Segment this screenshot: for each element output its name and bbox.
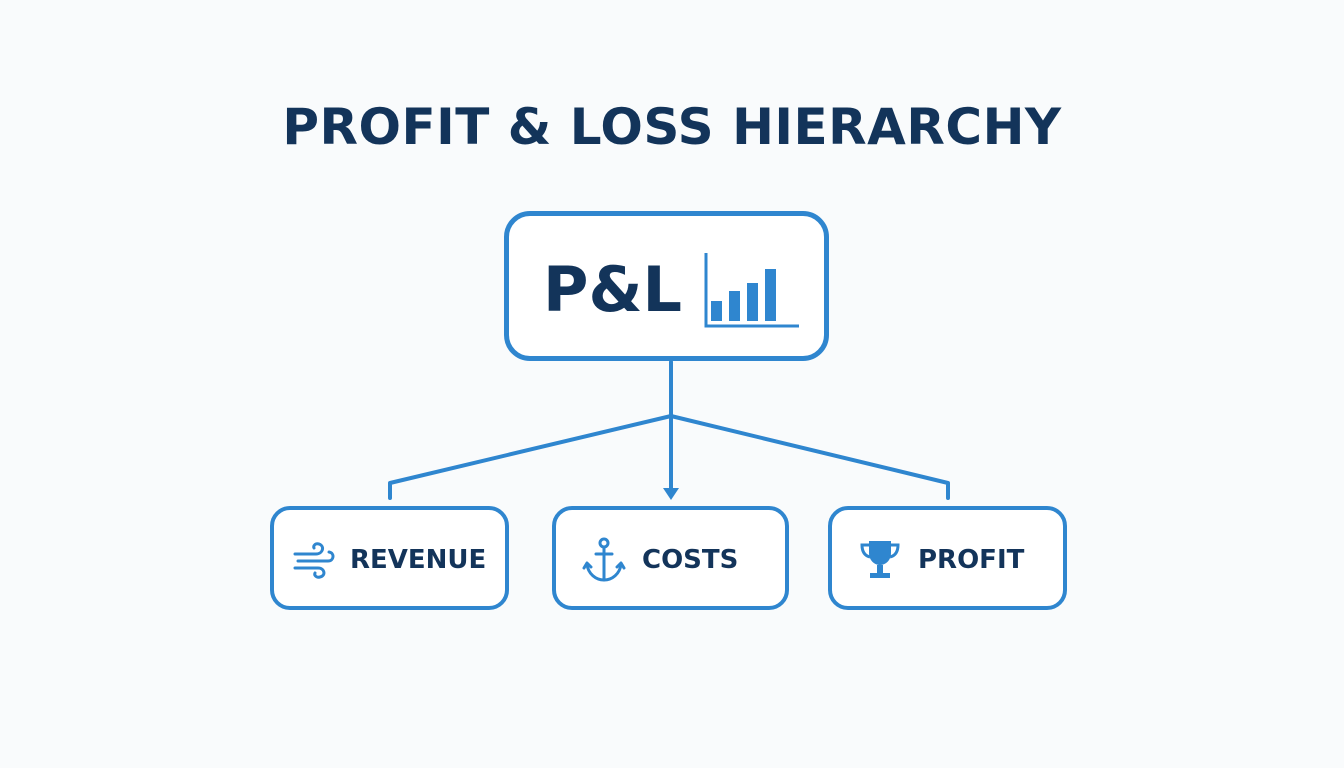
trophy-icon bbox=[860, 541, 900, 578]
diagram-title: PROFIT & LOSS HIERARCHY bbox=[282, 98, 1062, 156]
branch-line-revenue bbox=[388, 414, 673, 500]
revenue-node: REVENUE bbox=[270, 506, 509, 610]
anchor-icon bbox=[582, 537, 626, 582]
bar-chart-icon bbox=[704, 253, 799, 328]
profit-label: PROFIT bbox=[918, 545, 1025, 575]
pl-root-label: P&L bbox=[543, 253, 683, 326]
branch-line-profit bbox=[669, 414, 950, 500]
revenue-label: REVENUE bbox=[350, 545, 487, 575]
wind-icon bbox=[293, 542, 335, 579]
costs-node: COSTS bbox=[552, 506, 789, 610]
profit-node: PROFIT bbox=[828, 506, 1067, 610]
costs-label: COSTS bbox=[642, 545, 739, 575]
costs-arrowhead bbox=[663, 488, 679, 500]
pl-root-node: P&L bbox=[504, 211, 829, 361]
